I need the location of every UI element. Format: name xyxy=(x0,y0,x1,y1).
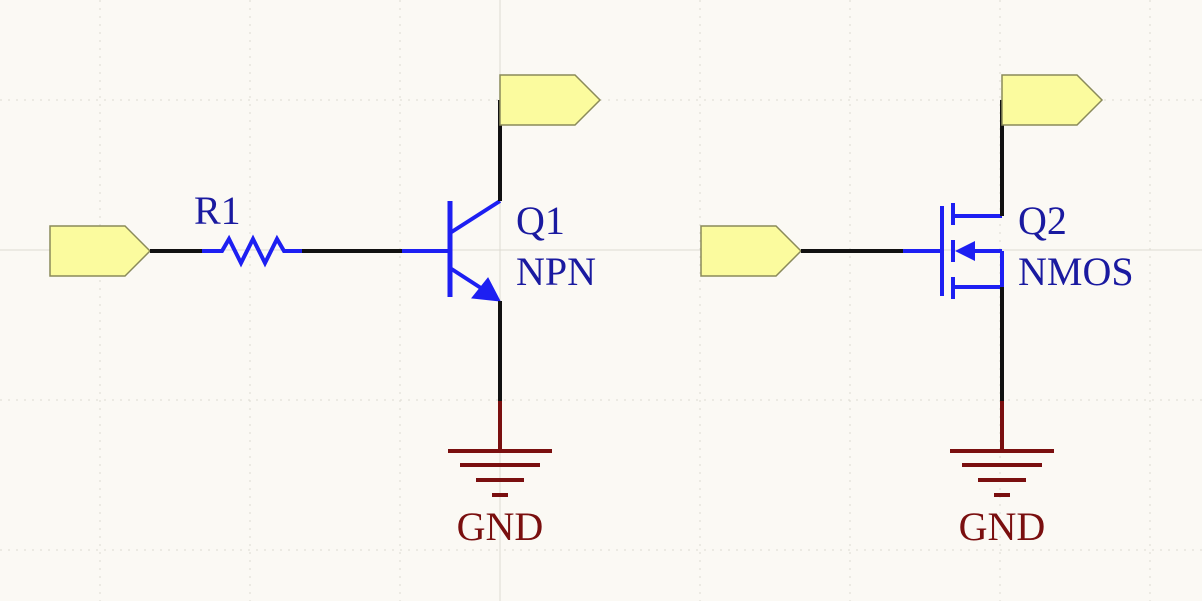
input-port-left[interactable] xyxy=(49,225,152,277)
ground-symbol-left[interactable]: GND xyxy=(448,401,552,549)
nmos-transistor-q2[interactable]: Q2 NMOS xyxy=(903,198,1134,299)
npn-circuit: R1 Q1 NPN GND xyxy=(49,74,602,549)
q1-type: NPN xyxy=(516,249,596,294)
q1-collector-lead xyxy=(448,199,502,235)
q1-emitter-arrow xyxy=(471,277,501,302)
q1-designator: Q1 xyxy=(516,198,565,243)
input-port-right[interactable] xyxy=(700,225,803,277)
resistor-symbol xyxy=(202,234,302,268)
q2-body-arrow xyxy=(955,241,975,261)
gnd-label-left: GND xyxy=(457,504,544,549)
output-port-left[interactable] xyxy=(499,74,602,126)
q2-type: NMOS xyxy=(1018,249,1134,294)
npn-transistor-q1[interactable]: Q1 NPN xyxy=(402,198,596,302)
resistor-designator: R1 xyxy=(194,188,241,233)
gnd-label-right: GND xyxy=(959,504,1046,549)
resistor-r1[interactable]: R1 xyxy=(194,188,302,268)
ground-symbol-right[interactable]: GND xyxy=(950,401,1054,549)
q1-emitter-lead xyxy=(448,266,486,292)
q2-designator: Q2 xyxy=(1018,198,1067,243)
output-port-right[interactable] xyxy=(1001,74,1104,126)
nmos-circuit: Q2 NMOS GND xyxy=(700,74,1134,549)
